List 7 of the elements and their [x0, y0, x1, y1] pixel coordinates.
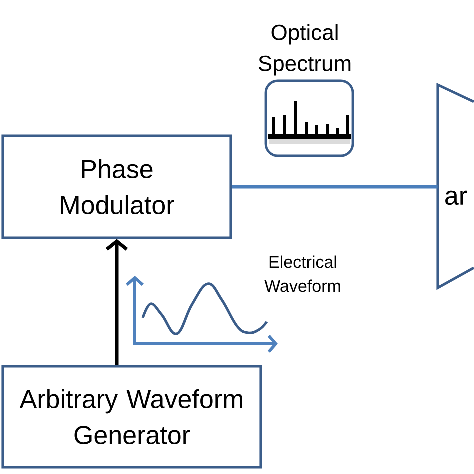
connector-line [232, 185, 438, 189]
annotation-text: Electrical Waveform [264, 256, 340, 292]
annotation-text: Optical Spectrum [258, 24, 351, 76]
arrow [106, 239, 128, 366]
process-box: Arbitrary Waveform Generator [2, 365, 262, 469]
trapezoid-block: ar [436, 82, 474, 290]
process-box: Phase Modulator [2, 134, 232, 240]
